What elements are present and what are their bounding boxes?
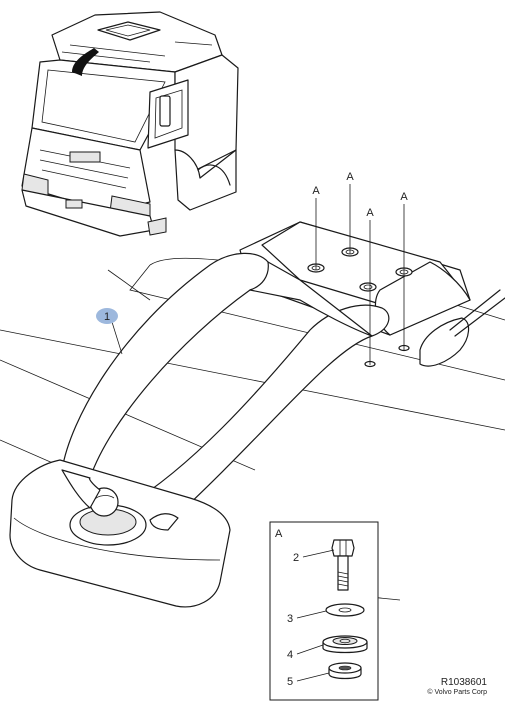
roof-panel-outline [0, 257, 505, 601]
bushing-part [322, 635, 368, 654]
wiper-arm [419, 289, 505, 367]
section-markers: A A A A [312, 171, 408, 365]
handle-foot-base [9, 459, 231, 608]
copyright-text: © Volvo Parts Corp [427, 688, 487, 696]
handle-bracket [239, 221, 471, 368]
truck-cab-illustration [21, 11, 239, 237]
detail-box-a: A 2 3 4 [269, 521, 379, 701]
detail-box-title: A [275, 528, 283, 540]
item-number-2: 2 [293, 552, 299, 564]
item-number-4: 4 [287, 649, 293, 661]
reference-code: R1038601 [440, 677, 487, 689]
item-number-5: 5 [287, 676, 293, 688]
section-marker-a-4: A [400, 191, 408, 203]
bolt-part [331, 539, 355, 591]
callout-number-1: 1 [104, 311, 110, 323]
section-marker-a-1: A [312, 185, 320, 197]
section-marker-a-3: A [366, 207, 374, 219]
nut-part [328, 662, 362, 680]
callout-bubble [96, 308, 118, 324]
item-number-3: 3 [287, 613, 293, 625]
washer-part [325, 603, 365, 617]
callout-part-1: 1 [96, 308, 123, 355]
section-marker-a-2: A [346, 171, 354, 183]
reference-block: R1038601 © Volvo Parts Corp [427, 677, 487, 697]
